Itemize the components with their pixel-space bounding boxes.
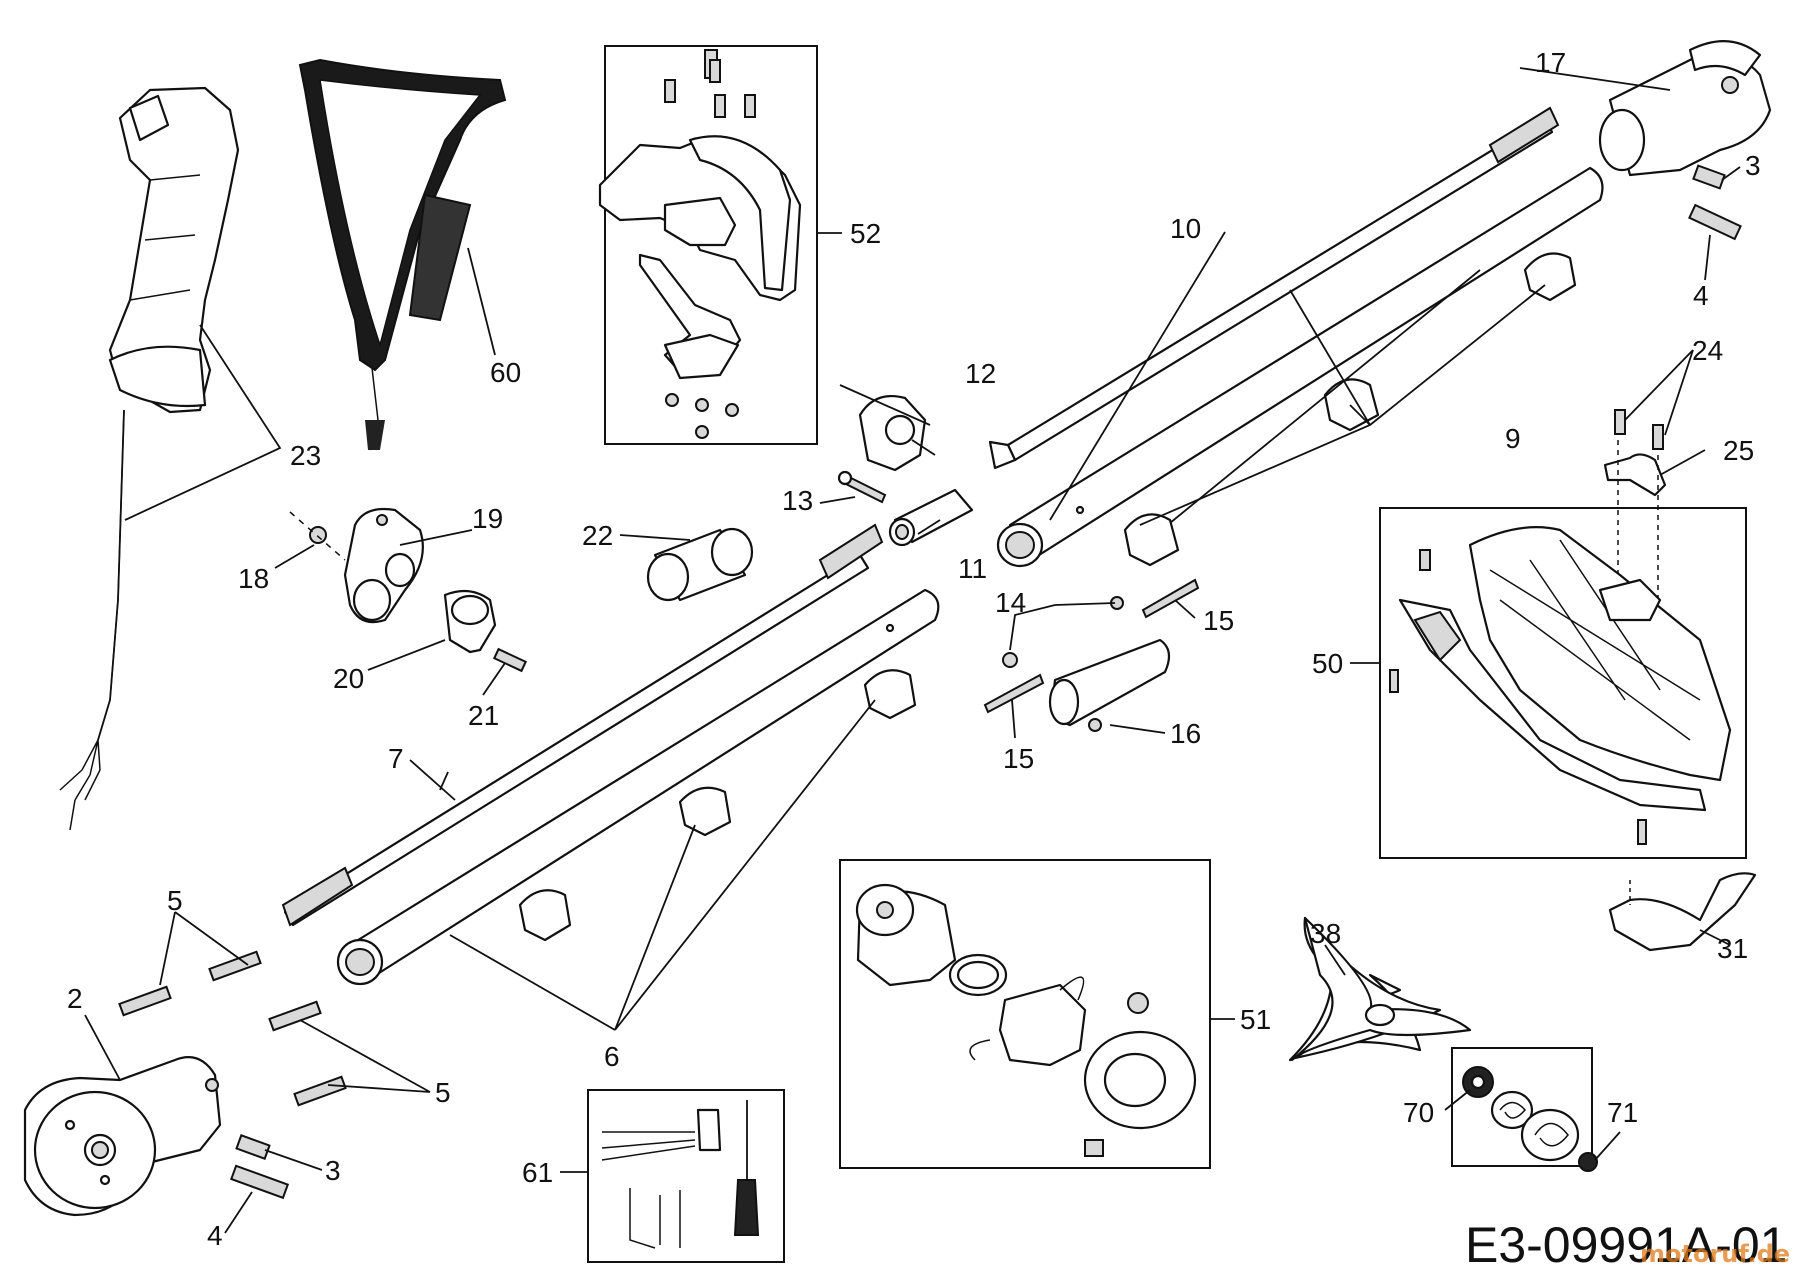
part-51-trimmer-head xyxy=(839,859,1235,1169)
label-50: 50 xyxy=(1312,648,1343,679)
drawing-code: E3-09991A-01 xyxy=(1465,1217,1787,1272)
part-9-upper-tube xyxy=(996,166,1604,568)
part-60-shoulder-strap xyxy=(298,58,507,451)
part-21-screw xyxy=(492,647,528,673)
label-6: 6 xyxy=(604,1041,620,1072)
part-4-screw-lower xyxy=(230,1164,290,1200)
label-22: 22 xyxy=(582,520,613,551)
label-7: 7 xyxy=(388,743,404,774)
part-12-knob xyxy=(858,394,936,472)
label-15-upper: 15 xyxy=(1203,605,1234,636)
part-25-bracket xyxy=(1603,453,1667,497)
label-15-lower: 15 xyxy=(1003,743,1034,774)
part-23-handle-assembly xyxy=(59,86,240,831)
part-2-gear-housing xyxy=(23,1056,222,1217)
part-6-lower-tube xyxy=(336,588,940,986)
label-11: 11 xyxy=(958,553,987,584)
part-24-screws xyxy=(1614,409,1664,450)
part-5-screws xyxy=(118,950,347,1107)
part-3-screw-lower xyxy=(235,1134,271,1160)
label-25: 25 xyxy=(1723,435,1754,466)
part-38-blade xyxy=(1288,916,1472,1062)
label-2: 2 xyxy=(67,983,83,1014)
part-10-drive-shaft xyxy=(988,106,1560,470)
label-14: 14 xyxy=(995,587,1026,618)
part-14-nuts xyxy=(1002,596,1124,668)
part-17-gear-head xyxy=(1598,40,1772,177)
label-71: 71 xyxy=(1607,1097,1638,1128)
part-16-bracket xyxy=(1048,638,1171,732)
part-6-knobs xyxy=(518,669,917,942)
part-18-nut xyxy=(309,526,327,544)
label-5-upper: 5 xyxy=(167,885,183,916)
leader-lines xyxy=(84,67,1741,1234)
part-70-71-washer-kit xyxy=(1451,1047,1598,1172)
part-15-bolts xyxy=(983,578,1200,714)
label-17: 17 xyxy=(1535,47,1566,78)
label-70: 70 xyxy=(1403,1097,1434,1128)
label-5-lower: 5 xyxy=(435,1077,451,1108)
part-19-throttle-clamp xyxy=(343,507,424,624)
label-24: 24 xyxy=(1692,335,1723,366)
label-3-lower: 3 xyxy=(325,1155,341,1186)
label-20: 20 xyxy=(333,663,364,694)
part-52-handle-kit xyxy=(598,45,842,445)
label-13: 13 xyxy=(782,485,813,516)
part-labels: 23 60 52 12 13 11 22 19 18 20 21 10 9 17… xyxy=(67,47,1761,1251)
part-3-screw-upper xyxy=(1692,164,1726,190)
label-60: 60 xyxy=(490,357,521,388)
part-31-plate xyxy=(1608,872,1757,952)
label-23: 23 xyxy=(290,440,321,471)
label-4-upper: 4 xyxy=(1693,280,1709,311)
label-38: 38 xyxy=(1310,918,1341,949)
label-21: 21 xyxy=(468,700,499,731)
part-9-knobs xyxy=(1123,252,1577,567)
part-50-guard-assembly xyxy=(1350,507,1747,859)
part-22-sleeve xyxy=(646,527,754,602)
label-4-lower: 4 xyxy=(207,1220,223,1251)
label-3-upper: 3 xyxy=(1745,150,1761,181)
label-16: 16 xyxy=(1170,718,1201,749)
label-19: 19 xyxy=(472,503,503,534)
label-12: 12 xyxy=(965,358,996,389)
label-9: 9 xyxy=(1505,423,1521,454)
part-4-screw-upper xyxy=(1688,203,1742,241)
watermark: motoruf.de xyxy=(1640,1240,1790,1268)
part-7-drive-shaft xyxy=(281,523,884,927)
part-11-coupler xyxy=(888,488,974,547)
part-20-clamp xyxy=(443,589,497,654)
part-13-screw xyxy=(837,470,887,504)
label-18: 18 xyxy=(238,563,269,594)
part-61-tool-kit xyxy=(560,1089,785,1263)
label-52: 52 xyxy=(850,218,881,249)
label-31: 31 xyxy=(1717,933,1748,964)
label-61: 61 xyxy=(522,1157,553,1188)
label-10: 10 xyxy=(1170,213,1201,244)
label-51: 51 xyxy=(1240,1004,1271,1035)
